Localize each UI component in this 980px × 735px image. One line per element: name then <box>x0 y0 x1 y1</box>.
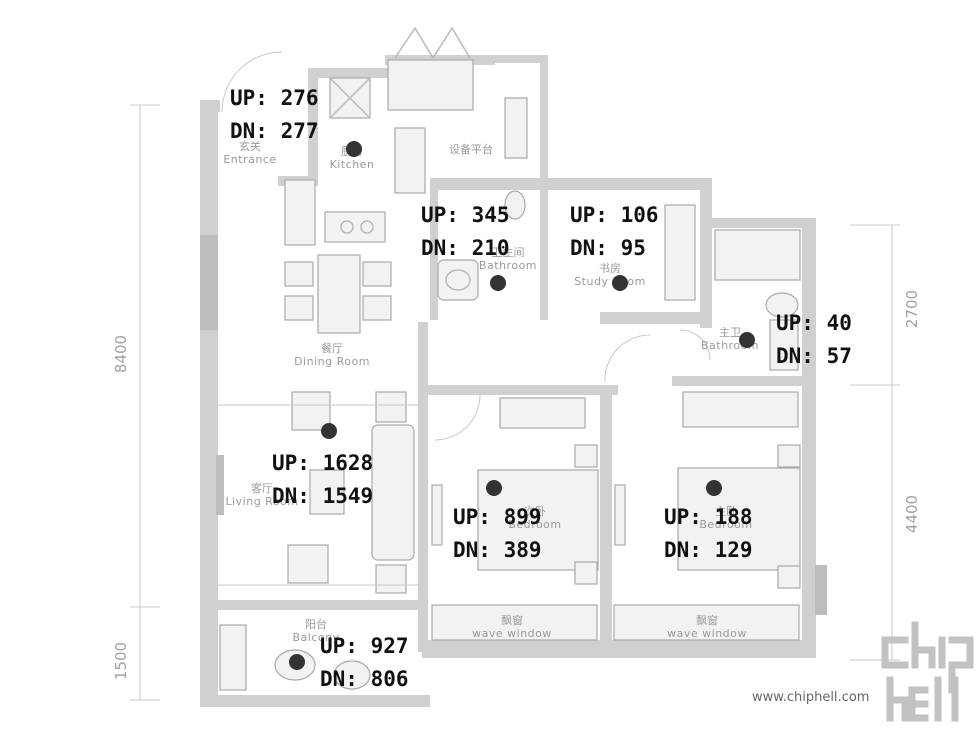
sensor-dot-study <box>612 275 628 291</box>
dimension-left-bottom: 1500 <box>112 641 131 681</box>
stat-up: UP: 188 <box>664 505 753 529</box>
stat-balcony: UP: 927 DN: 806 <box>320 630 409 696</box>
stat-up: UP: 276 <box>230 86 319 110</box>
stat-dn: DN: 806 <box>320 667 409 691</box>
stat-dn: DN: 129 <box>664 538 753 562</box>
dimension-right-bottom: 4400 <box>903 494 922 534</box>
room-label-equipment: 设备平台 <box>449 143 493 156</box>
stat-dn: DN: 277 <box>230 119 319 143</box>
living-furniture <box>218 391 420 594</box>
stat-up: UP: 106 <box>570 203 659 227</box>
stat-study: UP: 106 DN: 95 <box>570 199 659 265</box>
dimension-right-top: 2700 <box>903 289 922 329</box>
stat-dn: DN: 1549 <box>272 484 374 508</box>
dimension-lines <box>130 104 900 701</box>
stat-up: UP: 899 <box>453 505 542 529</box>
stat-kitchen: UP: 276 DN: 277 <box>230 82 319 148</box>
sensor-dot-kitchen <box>346 141 362 157</box>
sensor-dot-balcony <box>289 654 305 670</box>
stat-dn: DN: 210 <box>421 236 510 260</box>
stat-up: UP: 345 <box>421 203 510 227</box>
stat-second-bedroom: UP: 899 DN: 389 <box>453 501 542 567</box>
stat-dn: DN: 57 <box>776 344 852 368</box>
stat-bathroom: UP: 345 DN: 210 <box>421 199 510 265</box>
stat-master-bedroom: UP: 188 DN: 129 <box>664 501 753 567</box>
door-swings <box>221 51 711 441</box>
stat-dn: DN: 389 <box>453 538 542 562</box>
sensor-dot-master-bedroom <box>706 480 722 496</box>
dimension-left-total: 8400 <box>112 334 131 374</box>
sensor-dot-second-bedroom <box>486 480 502 496</box>
dining-furniture <box>284 254 392 334</box>
stat-dn: DN: 95 <box>570 236 646 260</box>
kitchen-fixtures <box>284 26 528 246</box>
sensor-dot-bathroom <box>490 275 506 291</box>
stat-up: UP: 927 <box>320 634 409 658</box>
sensor-dot-living <box>321 423 337 439</box>
stat-up: UP: 40 <box>776 311 852 335</box>
chiphell-logo <box>881 621 974 722</box>
bathroom-fixtures <box>437 190 801 371</box>
stat-living: UP: 1628 DN: 1549 <box>272 447 373 513</box>
stat-up: UP: 1628 <box>272 451 374 475</box>
walls <box>200 55 827 707</box>
watermark-url: www.chiphell.com <box>752 690 870 705</box>
sensor-dot-master-bath <box>739 332 755 348</box>
stat-master-bath: UP: 40 DN: 57 <box>776 307 852 373</box>
